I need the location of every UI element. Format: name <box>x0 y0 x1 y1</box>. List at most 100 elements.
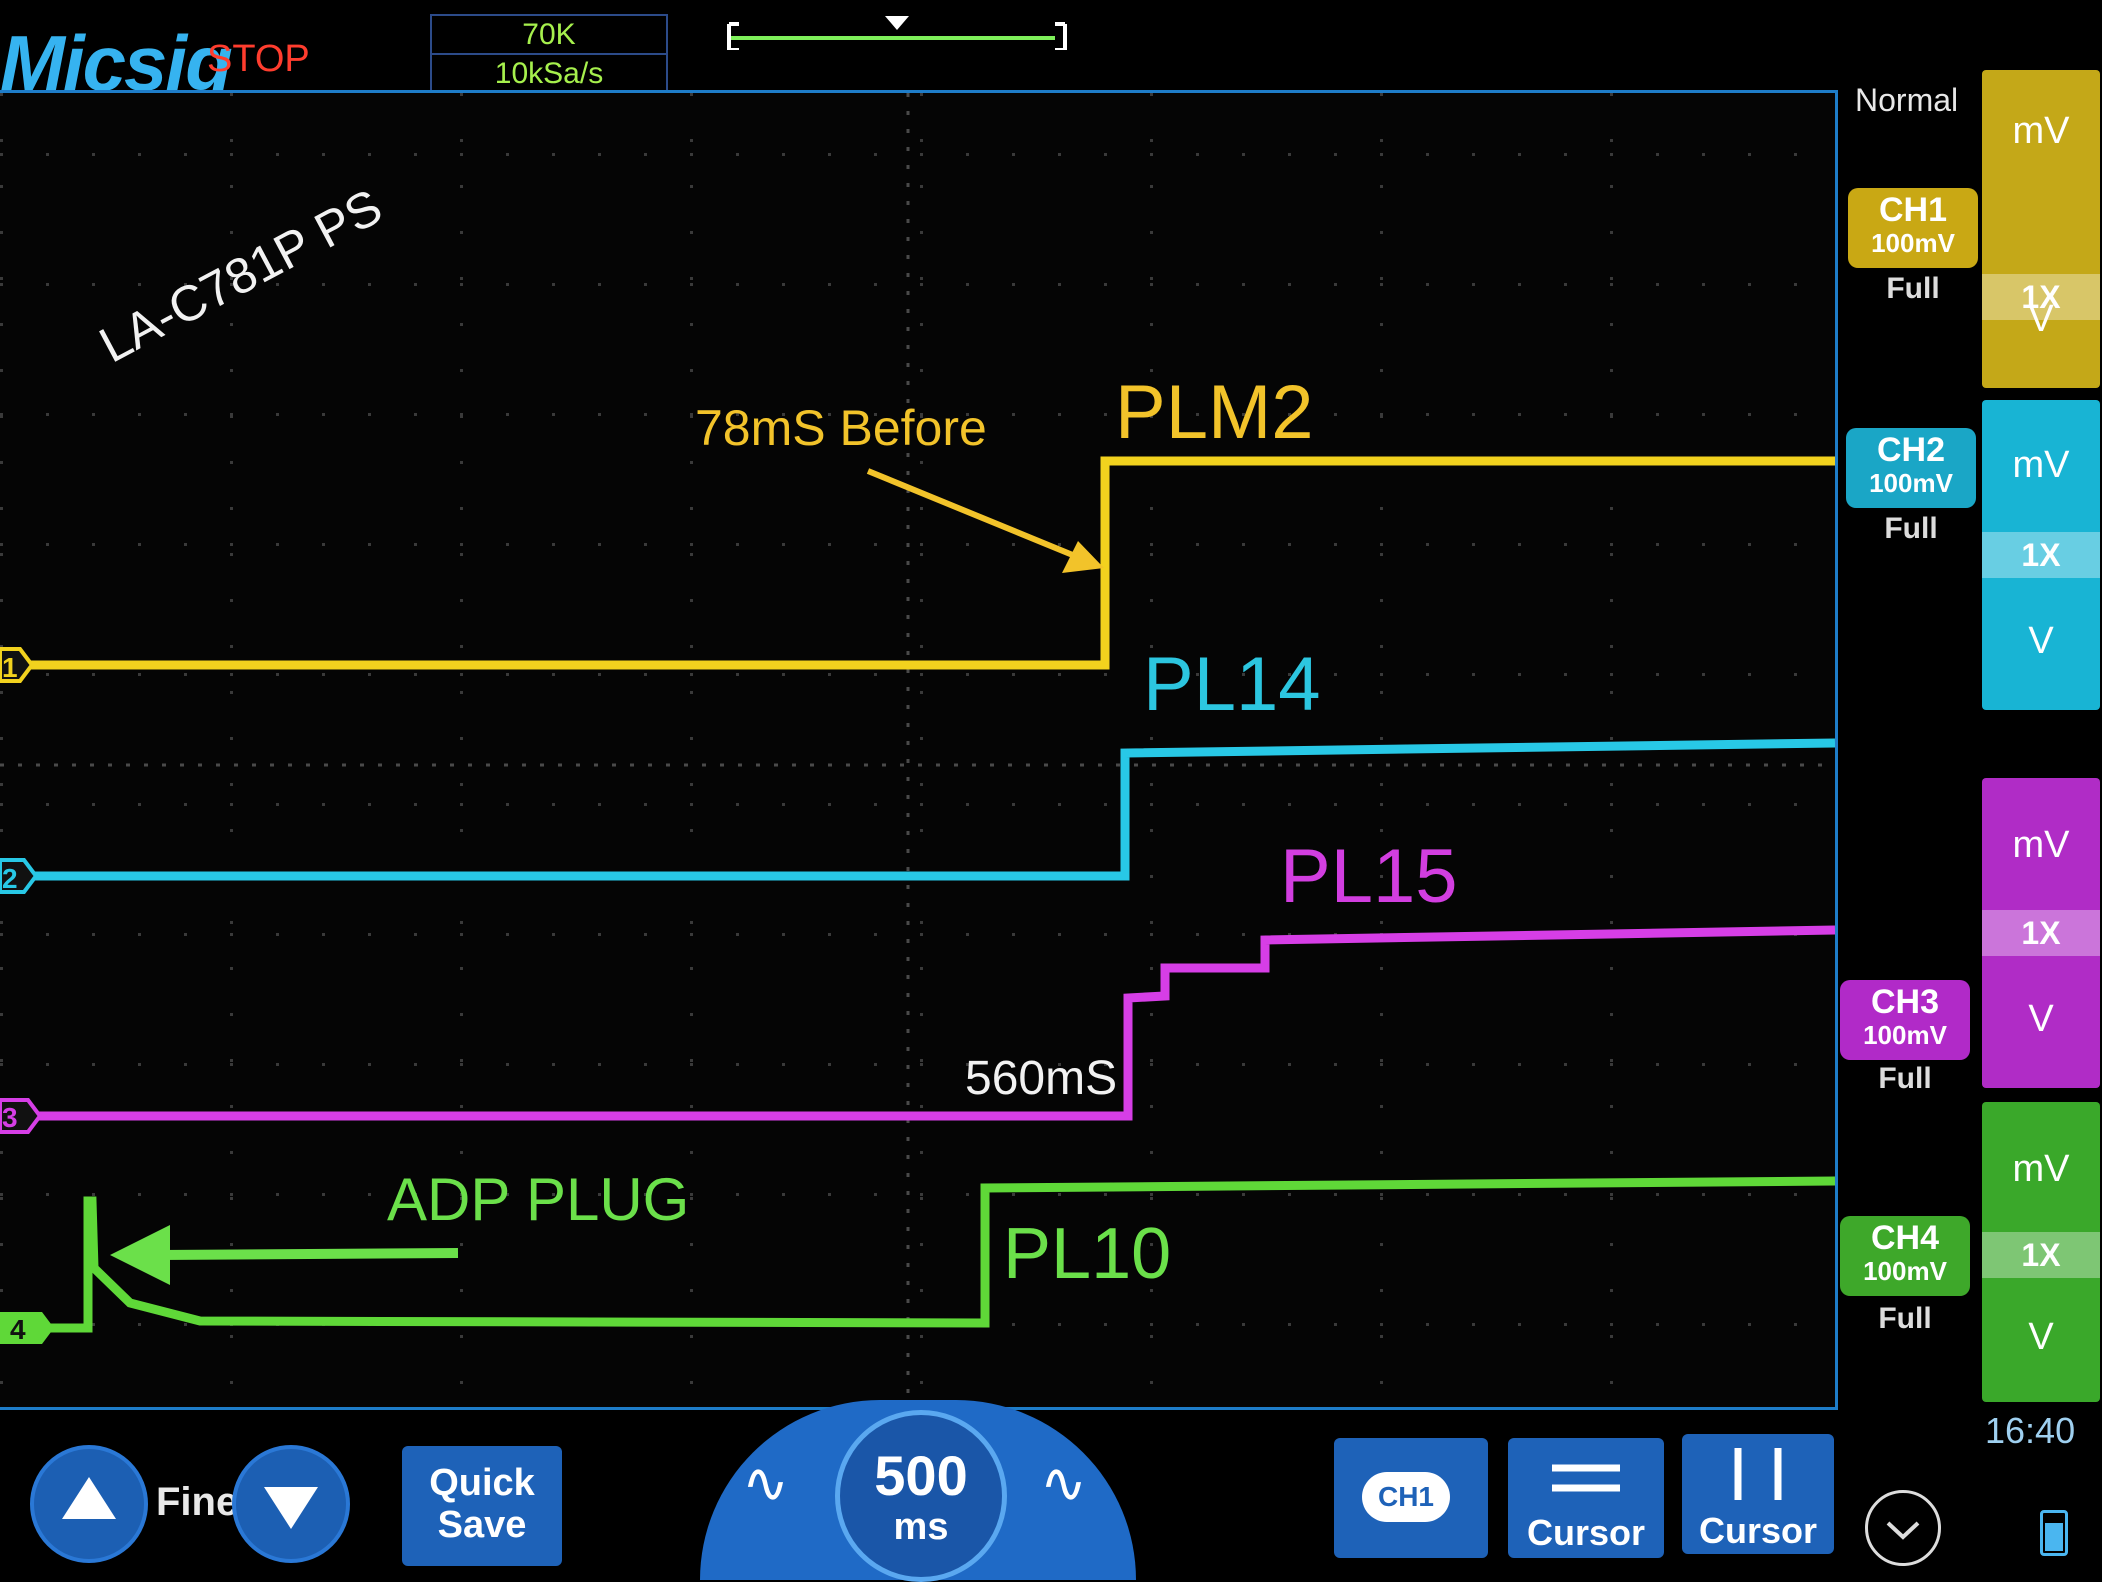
ch2-unit-down[interactable]: V <box>2028 620 2054 662</box>
ch1-tag[interactable]: CH1 100mV <box>1848 188 1978 268</box>
grid-dot <box>230 369 233 372</box>
ch3-probe[interactable]: 1X <box>1982 910 2100 956</box>
grid-dot <box>0 413 3 416</box>
ch2-probe[interactable]: 1X <box>1982 532 2100 578</box>
grid-dot <box>1610 1323 1613 1326</box>
ch1-unit-up[interactable]: mV <box>2012 110 2070 152</box>
grid-dot <box>0 1151 3 1154</box>
horizontal-cursor-button[interactable]: Cursor <box>1508 1438 1664 1558</box>
grid-dot <box>92 933 95 936</box>
grid-dot <box>1748 413 1751 416</box>
grid-dot <box>966 153 969 156</box>
grid-dot <box>1334 1323 1337 1326</box>
ch4-unit-up[interactable]: mV <box>2012 1148 2070 1190</box>
grid-dot <box>138 413 141 416</box>
horizontal-cursor-icon <box>1552 1464 1620 1492</box>
svg-text:2: 2 <box>2 863 18 894</box>
quick-save-button[interactable]: Quick Save <box>402 1446 562 1566</box>
sine-wave-icon-left[interactable]: ∿ <box>742 1451 789 1514</box>
grid-dot <box>506 543 509 546</box>
grid-dot <box>184 413 187 416</box>
ch2-tag[interactable]: CH2 100mV <box>1846 428 1976 508</box>
grid-dot <box>1426 803 1429 806</box>
sine-wave-icon-right[interactable]: ∿ <box>1040 1451 1087 1514</box>
system-clock: 16:40 <box>1985 1410 2076 1451</box>
grid-dot <box>920 1059 923 1062</box>
ch1-marker[interactable]: 1 <box>0 647 35 683</box>
grid-dot <box>690 599 693 602</box>
ch4-marker[interactable]: 4 <box>0 1312 54 1345</box>
grid-dot <box>1196 673 1199 676</box>
time-navigator[interactable] <box>725 10 1075 50</box>
ch2-scale-panel[interactable]: mV 1X V <box>1982 400 2100 710</box>
grid-dot <box>184 1193 187 1196</box>
grid-dot <box>414 803 417 806</box>
grid-dot <box>460 543 463 546</box>
grid-dot <box>920 153 923 156</box>
timebase-dial[interactable]: 500 ms <box>835 1410 1007 1582</box>
ch4-tag[interactable]: CH4 100mV <box>1840 1216 1970 1296</box>
grid-dot <box>506 1063 509 1066</box>
ch3-tag[interactable]: CH3 100mV <box>1840 980 1970 1060</box>
ch2-marker[interactable]: 2 <box>0 858 39 894</box>
grid-dot <box>1150 277 1153 280</box>
grid-dot <box>644 283 647 286</box>
grid-dot <box>1426 1063 1429 1066</box>
grid-dot <box>368 1063 371 1066</box>
grid-dot <box>1610 153 1613 156</box>
grid-dot <box>1242 543 1245 546</box>
grid-dot <box>46 543 49 546</box>
ch3-scale-panel[interactable]: mV 1X V <box>1982 778 2100 1088</box>
grid-dot <box>0 599 3 602</box>
grid-dot <box>46 803 49 806</box>
grid-dot <box>1150 933 1153 936</box>
grid-dot <box>920 783 923 786</box>
ch4-unit-down[interactable]: V <box>2028 1316 2054 1358</box>
grid-dot <box>690 231 693 234</box>
channel-select-button[interactable]: CH1 <box>1334 1438 1488 1558</box>
grid-dot <box>1058 933 1061 936</box>
grid-dot <box>460 415 463 418</box>
grid-dot <box>1610 507 1613 510</box>
grid-dot <box>966 933 969 936</box>
grid-dot <box>1748 1063 1751 1066</box>
fine-up-button[interactable] <box>30 1445 148 1563</box>
ch4-scale-panel[interactable]: mV 1X V <box>1982 1102 2100 1402</box>
grid-dot <box>1610 803 1613 806</box>
grid-dot <box>46 1193 49 1196</box>
grid-dot <box>0 277 3 280</box>
grid-dot <box>1610 875 1613 878</box>
grid-dot <box>1702 413 1705 416</box>
grid-dot <box>1150 803 1153 806</box>
run-stop-status[interactable]: STOP <box>207 38 310 80</box>
grid-dot <box>920 231 923 234</box>
quick-save-label-2: Save <box>437 1504 527 1546</box>
ch1-probe[interactable]: 1X <box>1982 274 2100 320</box>
grid-dot <box>1610 1013 1613 1016</box>
fine-down-button[interactable] <box>232 1445 350 1563</box>
grid-dot <box>1150 231 1153 234</box>
grid-dot <box>1196 1323 1199 1326</box>
grid-dot <box>1150 1013 1153 1016</box>
grid-dot <box>460 1335 463 1338</box>
ch4-probe[interactable]: 1X <box>1982 1232 2100 1278</box>
ch1-unit-down[interactable]: V <box>2028 298 2054 340</box>
grid-dot <box>874 283 877 286</box>
grid-dot <box>230 737 233 740</box>
grid-dot <box>736 673 739 676</box>
grid-dot <box>1288 803 1291 806</box>
trigger-mode[interactable]: Normal <box>1855 82 1959 118</box>
ch3-unit-down[interactable]: V <box>2028 998 2054 1040</box>
exit-icon[interactable] <box>1865 1490 1941 1566</box>
grid-dot <box>1150 829 1153 832</box>
ch3-unit-up[interactable]: mV <box>2012 824 2070 866</box>
ch2-unit-up[interactable]: mV <box>2012 444 2070 486</box>
ch3-marker[interactable]: 3 <box>0 1098 43 1134</box>
ch1-scale-panel[interactable]: mV 1X V <box>1982 70 2100 388</box>
grid-dot <box>138 933 141 936</box>
grid-dot <box>1564 153 1567 156</box>
grid-dot <box>1196 153 1199 156</box>
grid-dot <box>1702 1063 1705 1066</box>
vertical-cursor-button[interactable]: Cursor <box>1682 1434 1834 1554</box>
waveform-display[interactable]: 1 2 3 4 LA-C781P PS 78mS Before PLM2 PL1… <box>0 90 1838 1410</box>
